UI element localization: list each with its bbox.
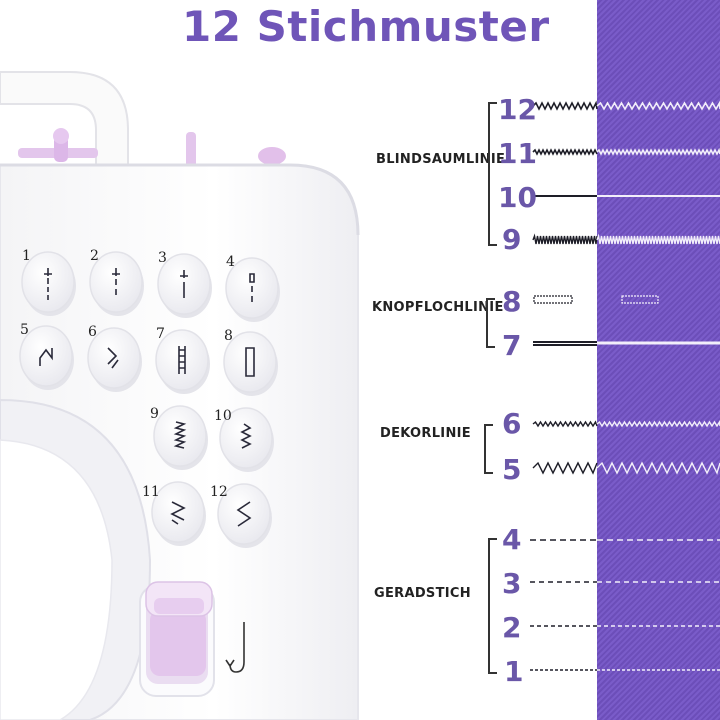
- stitch-5-fabric: [596, 461, 720, 475]
- bracket-geradstich: [488, 538, 497, 674]
- stitch-7-sample: [533, 341, 597, 346]
- stitch-9-sample: [532, 233, 598, 245]
- panel-label: 10: [214, 408, 232, 424]
- stitch-button-7[interactable]: [155, 329, 210, 394]
- stitch-number-4: 4: [502, 523, 522, 556]
- stitch-number-3: 3: [502, 567, 522, 600]
- panel-label: 12: [210, 484, 228, 500]
- panel-label: 11: [142, 484, 160, 500]
- stitch-12-sample: [532, 100, 598, 111]
- stitch-11-fabric: [596, 147, 720, 156]
- stitch-button-6[interactable]: [87, 327, 142, 392]
- stitch-button-10[interactable]: [219, 407, 274, 472]
- stitch-number-2: 2: [502, 611, 522, 644]
- stitch-8-sample: [533, 295, 573, 304]
- stitch-button-9[interactable]: [153, 405, 208, 470]
- panel-label: 7: [156, 326, 165, 342]
- thread-guide: [186, 132, 196, 168]
- stitch-number-5: 5: [502, 453, 522, 486]
- panel-label: 1: [22, 248, 31, 264]
- panel-label: 5: [20, 322, 29, 338]
- panel-label: 4: [226, 254, 235, 270]
- group-label-blindsaum: BLINDSAUMLINIE: [376, 152, 506, 167]
- panel-label: 2: [90, 248, 99, 264]
- stitch-number-8: 8: [502, 285, 522, 318]
- sewing-machine-illustration: [0, 71, 360, 720]
- stitch-number-10: 10: [498, 181, 537, 214]
- stitch-8-fabric: [621, 295, 659, 304]
- group-label-knopfloch: KNOPFLOCHLINIE: [372, 300, 504, 315]
- stitch-number-9: 9: [502, 223, 522, 256]
- stitch-9-fabric: [596, 233, 720, 245]
- stitch-button-11[interactable]: [151, 481, 206, 546]
- knob: [258, 147, 286, 165]
- stitch-number-11: 11: [498, 137, 537, 170]
- group-label-dekor: DEKORLINIE: [380, 426, 471, 441]
- bracket-dekor: [484, 424, 493, 474]
- stitch-5-sample: [532, 461, 598, 475]
- stitch-button-2[interactable]: [89, 251, 144, 316]
- stitch-button-5[interactable]: [19, 325, 74, 390]
- stitch-number-1: 1: [504, 655, 524, 688]
- page-title: 12 Stichmuster: [182, 2, 550, 51]
- stitch-button-8[interactable]: [223, 331, 278, 396]
- panel-label: 8: [224, 328, 233, 344]
- stitch-button-4[interactable]: [225, 257, 280, 322]
- spool-pin: [18, 128, 98, 162]
- stitch-number-7: 7: [502, 329, 522, 362]
- stitch-buttons: [19, 251, 280, 548]
- stitch-6-fabric: [596, 419, 720, 428]
- stitch-button-3[interactable]: [157, 253, 212, 318]
- stitch-button-1[interactable]: [21, 251, 76, 316]
- stitch-number-12: 12: [498, 93, 537, 126]
- stitch-12-fabric: [596, 100, 720, 111]
- bracket-blindsaum: [488, 102, 497, 246]
- panel-label: 3: [158, 250, 167, 266]
- stitch-number-6: 6: [502, 407, 522, 440]
- group-label-geradstich: GERADSTICH: [374, 586, 471, 601]
- stitch-6-sample: [532, 420, 598, 428]
- bracket-knopfloch: [486, 298, 495, 348]
- needle-position-icon: [225, 622, 245, 673]
- stitch-11-sample: [532, 148, 598, 156]
- stitch-selector[interactable]: [139, 581, 215, 697]
- panel-label: 6: [88, 324, 97, 340]
- panel-label: 9: [150, 406, 159, 422]
- stitch-button-12[interactable]: [217, 483, 272, 548]
- fabric-sample: [597, 0, 720, 720]
